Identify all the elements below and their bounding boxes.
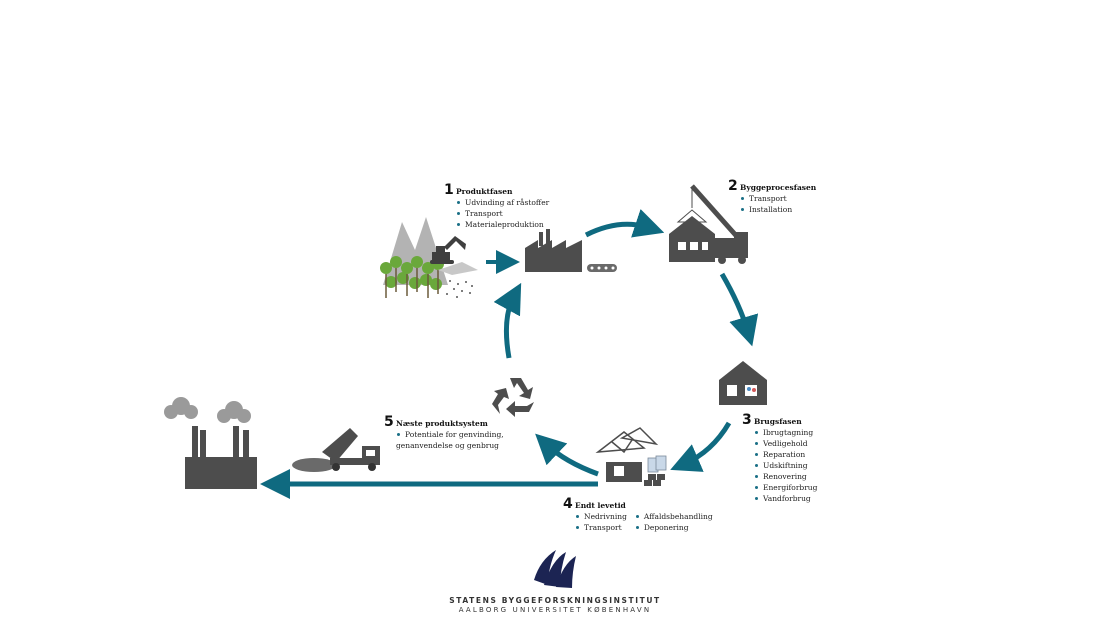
list-item: Deponering xyxy=(635,522,713,533)
list-item-continuation: genanvendelse og genbrug xyxy=(396,441,499,450)
stage-title: Brugsfasen xyxy=(754,417,802,426)
list-item: Potentiale for genvinding, xyxy=(396,429,504,440)
list-item: Vedligehold xyxy=(754,438,817,449)
stage-title: Byggeprocesfasen xyxy=(740,183,817,192)
gravel-dots xyxy=(446,280,473,298)
arrow-endoflife-to-recycle xyxy=(535,433,599,477)
conveyor-icon xyxy=(587,264,617,272)
crane-icon xyxy=(690,184,748,264)
list-item: Energiforbrug xyxy=(754,482,817,493)
stage-number: 4 xyxy=(563,496,573,512)
stage-3: 3 Brugsfasen Ibrugtagning Vedligehold Re… xyxy=(742,413,817,504)
list-item: Udskiftning xyxy=(754,460,817,471)
arrow-construction-to-use xyxy=(719,272,759,347)
arrow-use-to-endoflife xyxy=(670,421,732,472)
list-item: Affaldsbehandling xyxy=(635,511,713,522)
power-plant-icon xyxy=(164,397,257,489)
stage-number: 2 xyxy=(728,178,738,194)
list-item: Installation xyxy=(740,204,816,215)
arrow-factory-to-construction xyxy=(584,209,665,238)
demolition-icon xyxy=(595,427,667,486)
stage-number: 5 xyxy=(384,414,394,430)
dump-truck-icon xyxy=(292,428,380,472)
list-item: Renovering xyxy=(754,471,817,482)
stage-title: Endt levetid xyxy=(575,501,626,510)
list-item: Vandforbrug xyxy=(754,493,817,504)
arrow-recycle-to-factory xyxy=(493,282,522,359)
stage-5: 5 Næste produktsystem Potentiale for gen… xyxy=(384,415,504,451)
factory-icon xyxy=(525,229,582,272)
logo-line-1: STATENS BYGGEFORSKNINGSINSTITUT xyxy=(449,596,661,605)
house-icon xyxy=(719,361,767,405)
stage-number: 1 xyxy=(444,182,454,198)
list-item: Reparation xyxy=(754,449,817,460)
house-icon xyxy=(669,209,715,262)
cloud-icon xyxy=(164,397,251,423)
stage-title: Næste produktsystem xyxy=(396,419,488,428)
stage-number: 3 xyxy=(742,412,752,428)
list-item: Materialeproduktion xyxy=(456,219,549,230)
stage-1: 1 Produktfasen Udvinding af råstoffer Tr… xyxy=(444,183,549,230)
list-item: Udvinding af råstoffer xyxy=(456,197,549,208)
list-item: Transport xyxy=(740,193,816,204)
raw-materials-scene xyxy=(380,217,478,298)
list-item: Ibrugtagning xyxy=(754,427,817,438)
logo-line-2: AALBORG UNIVERSITET KØBENHAVN xyxy=(458,606,652,614)
list-item: Transport xyxy=(456,208,549,219)
logo-mark xyxy=(534,550,576,588)
excavator-icon xyxy=(430,236,466,264)
stage-4: 4 Endt levetid Nedrivning Transport Affa… xyxy=(563,497,713,533)
list-item: Transport xyxy=(575,522,627,533)
stage-title: Produktfasen xyxy=(456,187,513,196)
stage-2: 2 Byggeprocesfasen Transport Installatio… xyxy=(728,179,817,215)
list-item: Nedrivning xyxy=(575,511,627,522)
recycle-icon xyxy=(492,378,534,417)
